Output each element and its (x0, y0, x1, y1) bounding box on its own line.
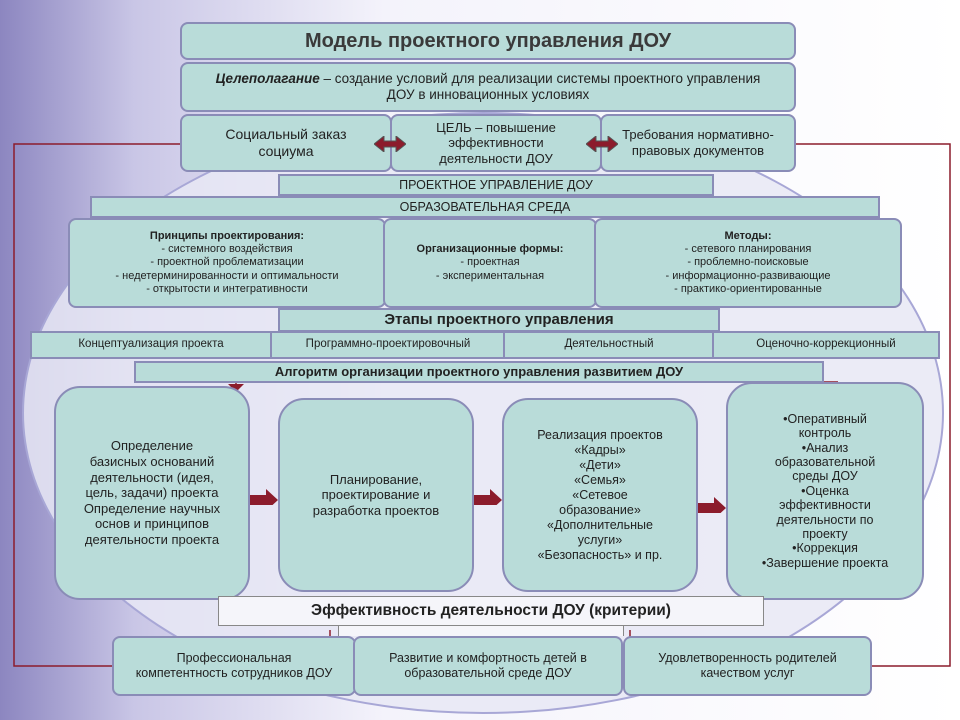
stage-program-design: Программно-проектировочный (270, 331, 506, 359)
efficiency-title-bar: Эффективность деятельности ДОУ (критерии… (218, 596, 764, 626)
algorithm-title-bar: Алгоритм организации проектного управлен… (134, 361, 824, 383)
arrow-right-icon (474, 489, 502, 505)
arrow-right-icon (698, 497, 726, 513)
criterion-child-development: Развитие и комфортность детей в образова… (353, 636, 623, 696)
arrow-right-icon (250, 489, 278, 505)
stages-title-bar: Этапы проектного управления (278, 308, 720, 332)
double-arrow-icon (374, 136, 406, 152)
efficiency-connector (338, 626, 624, 636)
double-arrow-icon (586, 136, 618, 152)
criterion-staff-competence: Профессиональная компетентность сотрудни… (112, 636, 356, 696)
algorithm-step-planning: Планирование, проектирование и разработк… (278, 398, 474, 592)
stage-activity: Деятельностный (503, 331, 715, 359)
methods-box: Методы: - сетевого планирования - пробле… (594, 218, 902, 308)
algorithm-step-definition: Определение базисных оснований деятельно… (54, 386, 250, 600)
criterion-parent-satisfaction: Удовлетворенность родителей качеством ус… (623, 636, 872, 696)
design-principles-box: Принципы проектирования: - системного во… (68, 218, 386, 308)
algorithm-step-implementation: Реализация проектов «Кадры» «Дети» «Семь… (502, 398, 698, 592)
algorithm-step-control: •Оперативный контроль •Анализ образовате… (726, 382, 924, 600)
stage-conceptualization: Концептуализация проекта (30, 331, 272, 359)
normative-requirements-box: Требования нормативно-правовых документо… (600, 114, 796, 172)
page-title: Модель проектного управления ДОУ (180, 22, 796, 60)
goal-text: – создание условий для реализации систем… (319, 70, 761, 102)
goal-setting-box: Целеполагание – создание условий для реа… (180, 62, 796, 112)
social-order-box: Социальный заказ социума (180, 114, 392, 172)
project-management-bar: ПРОЕКТНОЕ УПРАВЛЕНИЕ ДОУ (278, 174, 714, 196)
organizational-forms-box: Организационные формы: - проектная - экс… (383, 218, 597, 308)
stage-evaluation-correction: Оценочно-коррекционный (712, 331, 940, 359)
goal-term: Целеполагание (215, 70, 320, 86)
educational-environment-bar: ОБРАЗОВАТЕЛЬНАЯ СРЕДА (90, 196, 880, 218)
goal-efficiency-box: ЦЕЛЬ – повышение эффективности деятельно… (390, 114, 602, 172)
